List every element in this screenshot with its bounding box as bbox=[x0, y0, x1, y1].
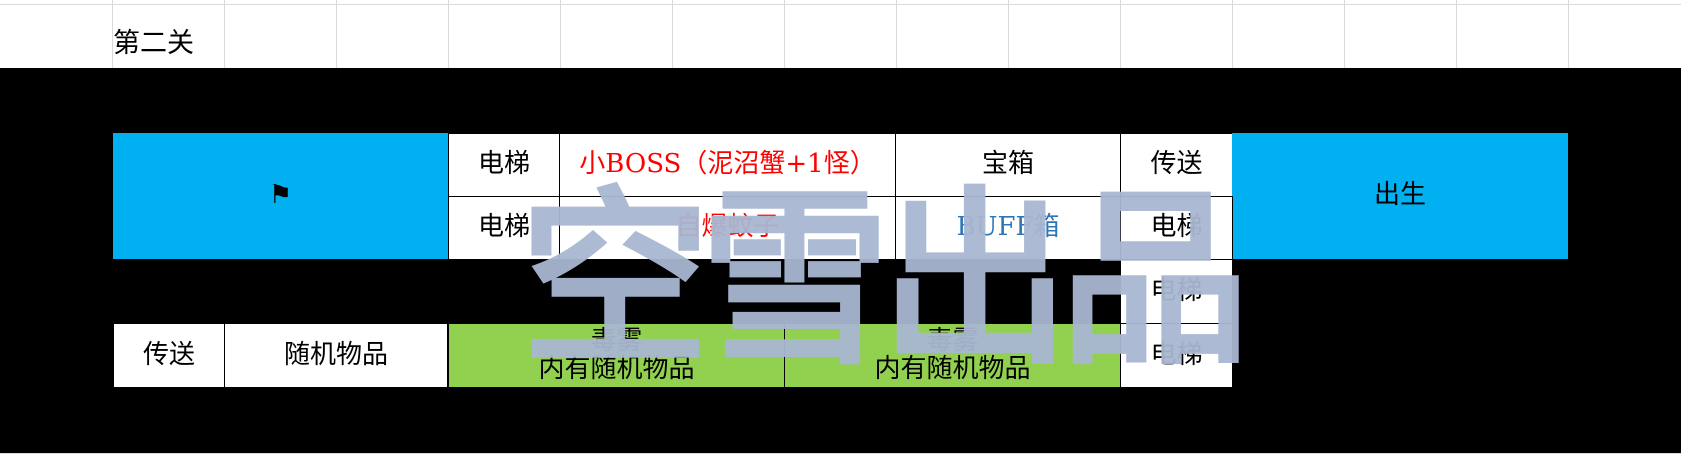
elevator-cell[interactable]: 电梯 bbox=[1120, 259, 1233, 324]
chest-cell[interactable]: 宝箱 bbox=[895, 133, 1121, 197]
buff-chest-cell[interactable]: BUFF箱 bbox=[895, 196, 1121, 260]
mosquito-cell[interactable]: 自爆蚊子 bbox=[559, 196, 896, 260]
poison-fog-cell[interactable]: 毒雾 内有随机物品 bbox=[448, 323, 785, 388]
teleport-cell[interactable]: 传送 bbox=[113, 323, 225, 388]
elevator-cell[interactable]: 电梯 bbox=[448, 133, 560, 197]
elevator-cell[interactable]: 电梯 bbox=[1120, 196, 1233, 260]
spawn-cell[interactable]: 出生 bbox=[1232, 133, 1568, 259]
level-title: 第二关 bbox=[113, 27, 194, 59]
random-item-cell[interactable]: 随机物品 bbox=[224, 323, 448, 388]
elevator-cell[interactable]: 电梯 bbox=[448, 196, 560, 260]
poison-fog-cell[interactable]: 毒雾 内有随机物品 bbox=[784, 323, 1121, 388]
goal-cell[interactable]: ⚑ bbox=[113, 133, 448, 259]
teleport-cell[interactable]: 传送 bbox=[1120, 133, 1233, 197]
flag-icon: ⚑ bbox=[268, 180, 293, 211]
boss-cell[interactable]: 小BOSS（泥沼蟹+1怪） bbox=[559, 133, 896, 197]
elevator-cell[interactable]: 电梯 bbox=[1120, 323, 1233, 388]
map-background bbox=[0, 68, 1681, 453]
